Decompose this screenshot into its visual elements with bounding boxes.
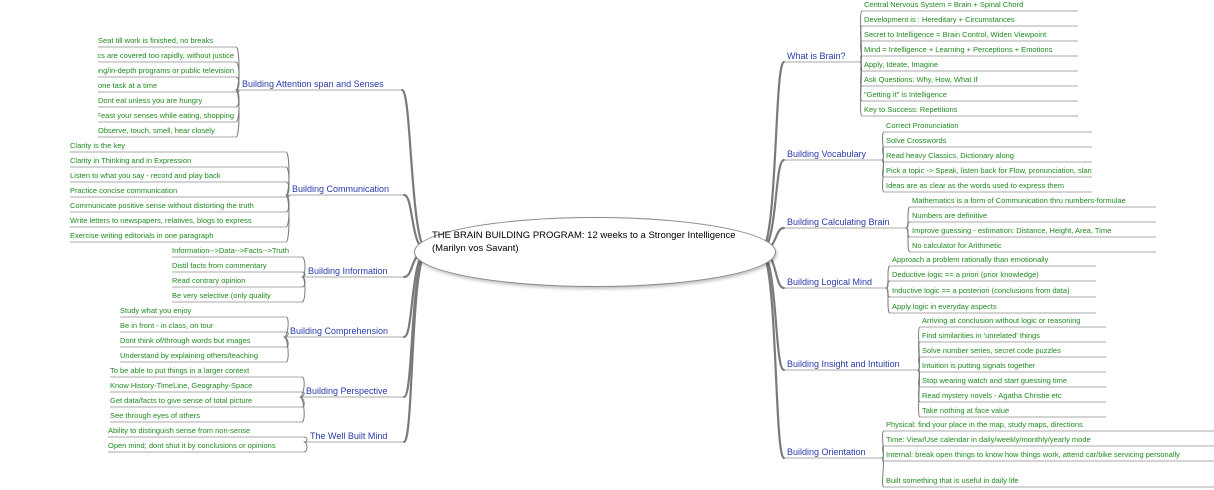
leaf-item[interactable]: Be very selective (only quality: [172, 291, 271, 300]
branch-connector: [758, 249, 1214, 488]
leaf-item[interactable]: Get data/facts to give sense of total pi…: [110, 396, 253, 405]
leaf-item[interactable]: Mathematics is a form of Communication t…: [912, 196, 1126, 205]
branch-label[interactable]: Building Information: [308, 266, 388, 276]
leaf-item[interactable]: Time: View/Use calendar in daily/weekly/…: [886, 435, 1091, 444]
leaf-item[interactable]: Arriving at conclusion without logic or …: [922, 316, 1081, 325]
leaf-item[interactable]: Correct Pronunciation: [886, 121, 959, 130]
leaf-item[interactable]: Clarity is the key: [70, 141, 126, 150]
leaf-item[interactable]: Improve guessing - estimation: Distance,…: [912, 226, 1112, 235]
leaf-item[interactable]: Distil facts from commentary: [172, 261, 267, 270]
central-topic-title: THE BRAIN BUILDING PROGRAM: 12 weeks to …: [432, 230, 736, 254]
leaf-item[interactable]: Stop wearing watch and start guessing ti…: [922, 376, 1068, 385]
leaf-item[interactable]: "Getting it" is Intelligence: [864, 90, 947, 99]
branch-label[interactable]: Building Perspective: [306, 386, 388, 396]
leaf-item[interactable]: No TV, as many topics are covered too ra…: [98, 51, 234, 60]
branch-connector: [98, 46, 430, 253]
leaf-item[interactable]: Write letters to newspapers, relatives, …: [70, 216, 252, 225]
leaf-item[interactable]: Feast your senses while eating, shopping: [98, 111, 234, 120]
leaf-item[interactable]: Observe, touch, smell, hear closely: [98, 126, 215, 135]
leaf-item[interactable]: one task at a time: [98, 81, 158, 90]
leaf-item[interactable]: Solve number series, secret code puzzles: [922, 346, 1061, 355]
leaf-item[interactable]: Central Nervous System = Brain + Spinal …: [864, 0, 1024, 9]
leaf-item[interactable]: Take nothing at face value: [922, 406, 1010, 415]
leaf-item[interactable]: Read mystery novels - Agatha Christie et…: [922, 391, 1062, 400]
leaf-item[interactable]: May watch long/in-depth programs or publ…: [98, 66, 234, 75]
branch-label[interactable]: Building Vocabulary: [787, 149, 867, 159]
leaf-item[interactable]: Open mind; dont shut it by conclusions o…: [108, 441, 276, 450]
leaf-item[interactable]: Ideas are as clear as the words used to …: [886, 181, 1065, 190]
leaf-item[interactable]: Ask Questions: Why, How, What If: [864, 75, 978, 84]
branch-label[interactable]: Building Communication: [292, 184, 390, 194]
leaf-item[interactable]: Information-->Data-->Facts-->Truth: [172, 246, 290, 255]
leaf-item[interactable]: Built something that is useful in daily …: [886, 476, 1019, 485]
leaf-item[interactable]: Know History-TimeLine, Geography-Space: [110, 381, 253, 390]
leaf-item[interactable]: Internal: break open things to know how …: [886, 450, 1180, 459]
leaf-item[interactable]: To be able to put things in a larger con…: [110, 366, 250, 375]
leaf-item[interactable]: Apply, Ideate, Imagine: [864, 60, 939, 69]
leaf-item[interactable]: Read heavy Classics, Dictionary along: [886, 151, 1014, 160]
leaf-item[interactable]: Understand by explaining others/teaching: [120, 351, 259, 360]
central-topic-node[interactable]: [414, 217, 776, 287]
leaf-item[interactable]: Deductive logic == a priori (prior knowl…: [892, 270, 1039, 279]
leaf-item[interactable]: Clarity in Thinking and in Expression: [70, 156, 192, 165]
branch-label[interactable]: Building Calculating Brain: [787, 217, 890, 227]
leaf-item[interactable]: Mind = Intelligence + Learning + Percept…: [864, 45, 1053, 54]
leaf-item[interactable]: Seat till work is finished, no breaks: [98, 36, 214, 45]
branch-label[interactable]: Building Logical Mind: [787, 277, 873, 287]
branch-connector: [758, 249, 1106, 418]
leaf-item[interactable]: Secret to Intelligence = Brain Control, …: [864, 30, 1047, 39]
leaf-item[interactable]: Dont think of/through words but images: [120, 336, 251, 345]
leaf-item[interactable]: Practice concise communication: [70, 186, 178, 195]
leaf-item[interactable]: Be in front - in class, on tour: [120, 321, 214, 330]
leaf-item[interactable]: Ability to distinguish sense from non-se…: [108, 426, 251, 435]
leaf-item[interactable]: Numbers are definitive: [912, 211, 988, 220]
leaf-item[interactable]: Listen to what you say - record and play…: [70, 171, 221, 180]
leaf-item[interactable]: Pick a topic -> Speak, listen back for F…: [886, 166, 1092, 175]
leaf-item[interactable]: Find similarities in 'unrelated' things: [922, 331, 1040, 340]
branch-label[interactable]: Building Orientation: [787, 447, 866, 457]
leaf-item[interactable]: Key to Success: Repetitions: [864, 105, 958, 114]
leaf-item[interactable]: Approach a problem rationally than emoti…: [892, 255, 1049, 264]
leaf-item[interactable]: Read contrary opinion: [172, 276, 246, 285]
leaf-item[interactable]: Apply logic in everyday aspects: [892, 302, 997, 311]
leaf-item[interactable]: Physical: find your place in the map, st…: [886, 420, 1083, 429]
branch-label[interactable]: The Well Built Mind: [310, 431, 388, 441]
branch-label[interactable]: What is Brain?: [787, 51, 846, 61]
leaf-item[interactable]: Study what you enjoy: [120, 306, 192, 315]
leaf-item[interactable]: Development is : Hereditary + Circumstan…: [864, 15, 1015, 24]
branch-label[interactable]: Building Attention span and Senses: [242, 79, 384, 89]
leaf-item[interactable]: Exercise writing editorials in one parag…: [70, 231, 214, 240]
leaf-item[interactable]: Intuition is putting signals together: [922, 361, 1036, 370]
branch-connector: [70, 151, 430, 253]
branch-label[interactable]: Building Comprehension: [290, 326, 389, 336]
leaf-item[interactable]: Solve Crosswords: [886, 136, 947, 145]
leaf-item[interactable]: Communicate positive sense without disto…: [70, 201, 254, 210]
leaf-item[interactable]: No calculator for Arithmetic: [912, 241, 1002, 250]
leaf-item[interactable]: See through eyes of others: [110, 411, 201, 420]
leaf-item[interactable]: Inductive logic == a posteriori (conclus…: [892, 286, 1070, 295]
branch-connector: [758, 131, 1092, 253]
leaf-item[interactable]: Dont eat unless you are hungry: [98, 96, 203, 105]
branch-label[interactable]: Building Insight and Intuition: [787, 359, 900, 369]
